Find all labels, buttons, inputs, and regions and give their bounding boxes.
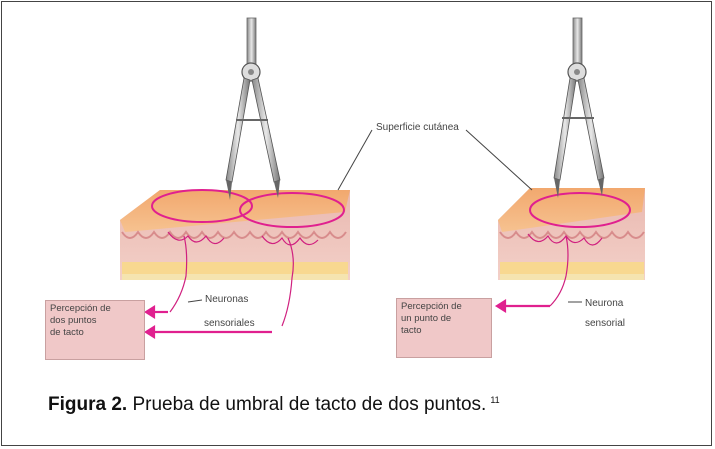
skin-block-left: [120, 190, 350, 280]
neuron-label-2: sensorial: [585, 318, 625, 330]
compass-right: [554, 18, 604, 198]
two-points-line2: dos puntos: [50, 315, 140, 327]
one-point-perception-box: Percepción de un punto de tacto: [396, 298, 492, 358]
two-points-perception-box: Percepción de dos puntos de tacto: [45, 300, 145, 360]
one-point-line1: Percepción de: [401, 301, 487, 313]
two-points-line3: de tacto: [50, 327, 140, 339]
neurons-label-line2: sensoriales: [204, 318, 255, 330]
compass-left: [226, 18, 280, 200]
one-point-line2: un punto de: [401, 313, 487, 325]
two-points-line1: Percepción de: [50, 303, 140, 315]
one-point-line3: tacto: [401, 325, 487, 337]
neuron-label-line1: Neurona: [585, 298, 623, 310]
neurons-label: Neuronas: [205, 294, 248, 306]
neuron-label: Neurona: [585, 298, 623, 310]
neuron-label-line2: sensorial: [585, 318, 625, 330]
caption-prefix: Figura 2.: [48, 394, 127, 415]
caption-text: Prueba de umbral de tacto de dos puntos.: [132, 394, 486, 415]
skin-surface-label: Superficie cutánea: [376, 122, 459, 134]
neurons-label-line1: Neuronas: [205, 294, 248, 306]
caption-reference: 11: [490, 395, 499, 405]
neurons-label-2: sensoriales: [204, 318, 255, 330]
figure-caption: Figura 2. Prueba de umbral de tacto de d…: [48, 394, 500, 416]
